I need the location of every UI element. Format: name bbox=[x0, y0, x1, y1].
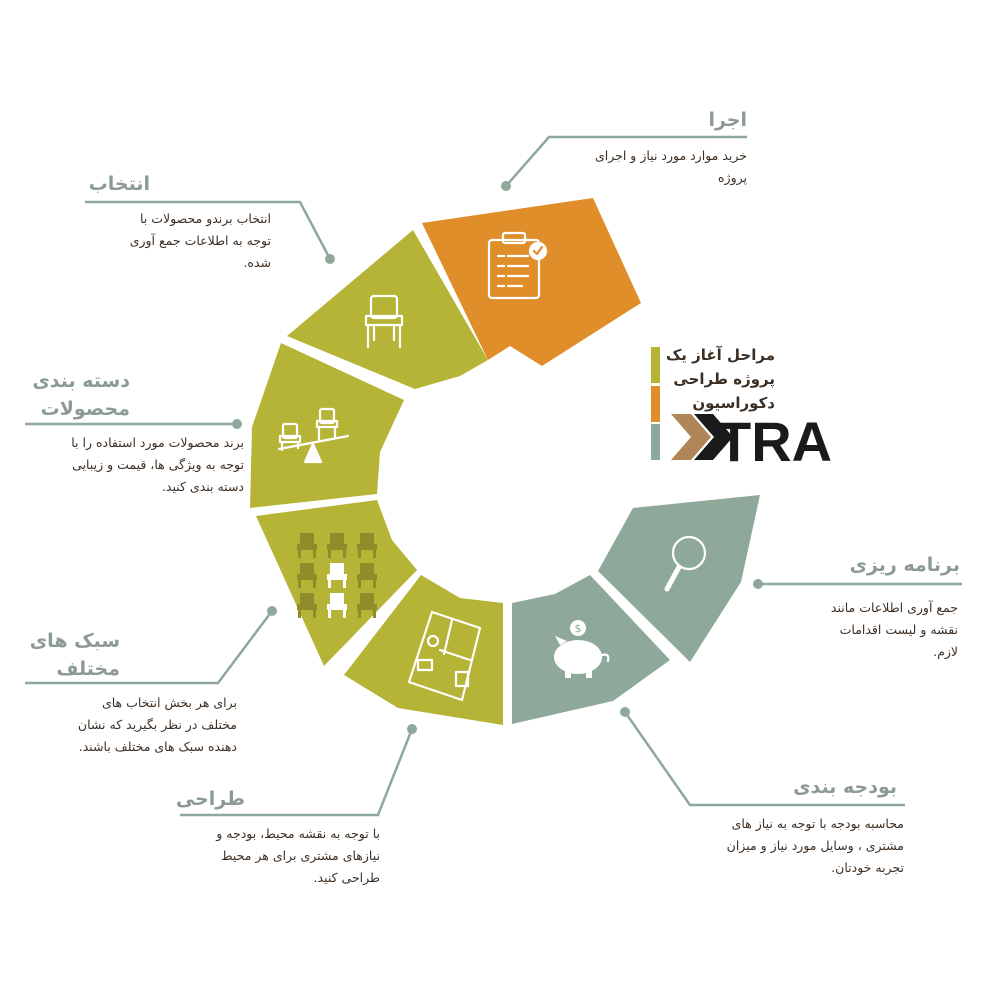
process-ring bbox=[250, 198, 760, 725]
connector-dot-boodjeh-bandi bbox=[620, 707, 630, 717]
step-desc-boodjeh-bandi: محاسبه بودجه با توجه به نیاز های مشتری ،… bbox=[680, 813, 904, 879]
svg-text:$: $ bbox=[575, 622, 582, 635]
brand-bar-olive bbox=[651, 347, 660, 383]
intro-line-1: مراحل آغاز یک bbox=[665, 346, 775, 364]
desc-line: توجه به ویژگی ها، قیمت و زیبایی bbox=[72, 457, 244, 472]
desc-line: نیازهای مشتری برای هر محیط bbox=[221, 848, 380, 863]
desc-line: طراحی کنید. bbox=[313, 870, 380, 885]
grid-chair bbox=[297, 563, 317, 588]
connector-entekhab bbox=[85, 200, 332, 260]
connector-dot-dasteh-bandi bbox=[232, 419, 242, 429]
step-title-dasteh-bandi: دسته بندی محصولات bbox=[20, 367, 130, 423]
brand-bar-sage bbox=[651, 424, 660, 460]
step-title-barnameh-rizi: برنامه ریزی bbox=[849, 554, 960, 576]
desc-line: جمع آوری اطلاعات مانند bbox=[830, 600, 958, 615]
desc-line: محاسبه بودجه با توجه به نیاز های bbox=[731, 816, 904, 831]
connector-tarahi bbox=[180, 728, 414, 817]
segment-barnameh-rizi bbox=[598, 495, 760, 662]
step-title-sabk-ha: سبک های مختلف bbox=[20, 627, 120, 683]
desc-line: با توجه به نقشه محیط، بودجه و bbox=[216, 826, 380, 841]
logo-x-chevron-dark bbox=[694, 414, 733, 460]
step-desc-dasteh-bandi: برند محصولات مورد استفاده را با توجه به … bbox=[18, 432, 244, 498]
desc-line: انتخاب برندو محصولات با bbox=[140, 211, 271, 226]
step-desc-sabk-ha: برای هر بخش انتخاب های مختلف در نظر بگیر… bbox=[25, 692, 237, 758]
floor-plan-icon bbox=[407, 610, 482, 702]
desc-line: پروژه bbox=[718, 170, 747, 185]
segment-sabk-ha bbox=[256, 500, 417, 666]
desc-line: دهنده سبک های مختلف باشند. bbox=[78, 739, 237, 754]
brand-bar-orange bbox=[651, 386, 660, 422]
intro-line-2: پروژه طراحی دکوراسیون bbox=[673, 370, 775, 412]
step-desc-ejra: خرید موارد مورد نیاز و اجرای پروژه bbox=[560, 145, 747, 189]
title-line: مختلف bbox=[56, 658, 120, 680]
connector-ejra bbox=[505, 135, 747, 187]
segment-entekhab bbox=[287, 230, 488, 389]
title-line: سبک های bbox=[29, 630, 120, 652]
grid-chair bbox=[357, 533, 377, 558]
grid-chair bbox=[357, 563, 377, 588]
logo-x-chevron bbox=[671, 414, 711, 460]
xtra-logo: TRA bbox=[671, 410, 832, 473]
clipboard-checklist-icon bbox=[487, 231, 548, 300]
step-desc-barnameh-rizi: جمع آوری اطلاعات مانند نقشه و لیست اقدام… bbox=[790, 597, 958, 663]
brand-color-bars bbox=[651, 347, 660, 460]
grid-chair bbox=[327, 563, 347, 588]
segment-dasteh-bandi bbox=[250, 343, 404, 508]
desc-line: مختلف در نظر بگیرید که نشان bbox=[77, 717, 237, 732]
step-title-entekhab: انتخاب bbox=[88, 173, 150, 195]
segment-ejra bbox=[422, 198, 641, 366]
step-title-boodjeh-bandi: بودجه بندی bbox=[793, 776, 897, 798]
desc-line: توجه به اطلاعات جمع آوری bbox=[129, 233, 271, 248]
desc-line: نقشه و لیست اقدامات bbox=[839, 622, 958, 637]
title-line: محصولات bbox=[40, 398, 130, 420]
intro-text: مراحل آغاز یک پروژه طراحی دکوراسیون bbox=[640, 343, 775, 415]
desc-line: مشتری ، وسایل مورد نیاز و میزان bbox=[726, 838, 904, 853]
desc-line: برند محصولات مورد استفاده را با bbox=[71, 435, 244, 450]
connector-dot-ejra bbox=[501, 181, 511, 191]
grid-chair bbox=[327, 593, 347, 618]
desc-line: شده. bbox=[243, 255, 271, 270]
step-title-tarahi: طراحی bbox=[175, 788, 245, 810]
connector-sabk-ha bbox=[25, 610, 273, 685]
grid-chair bbox=[357, 593, 377, 618]
connector-dot-barnameh-rizi bbox=[753, 579, 763, 589]
segment-tarahi bbox=[344, 575, 503, 725]
chairs-on-scale-icon bbox=[277, 407, 350, 464]
desc-line: دسته بندی کنید. bbox=[161, 479, 244, 494]
connector-dot-tarahi bbox=[407, 724, 417, 734]
desc-line: خرید موارد مورد نیاز و اجرای bbox=[594, 148, 747, 163]
grid-chair bbox=[327, 533, 347, 558]
connector-boodjeh-bandi bbox=[623, 711, 905, 807]
grid-chair bbox=[297, 533, 317, 558]
step-title-ejra: اجرا bbox=[708, 109, 747, 131]
title-line: دسته بندی bbox=[32, 370, 130, 392]
desc-line: برای هر بخش انتخاب های bbox=[101, 695, 237, 710]
logo-wordmark: TRA bbox=[717, 410, 832, 473]
desc-line: لازم. bbox=[933, 644, 958, 659]
desc-line: تجربه خودتان. bbox=[831, 860, 904, 875]
grid-chair bbox=[297, 593, 317, 618]
chair-icon bbox=[364, 294, 404, 349]
magnifier-icon bbox=[664, 535, 707, 592]
chair-grid-icon bbox=[297, 533, 377, 618]
step-desc-tarahi: با توجه به نقشه محیط، بودجه و نیازهای مش… bbox=[180, 823, 380, 889]
connector-dot-entekhab bbox=[325, 254, 335, 264]
connector-dot-sabk-ha bbox=[267, 606, 277, 616]
connector-lines bbox=[25, 135, 962, 817]
piggy-bank-icon: $ bbox=[554, 620, 610, 678]
step-desc-entekhab: انتخاب برندو محصولات با توجه به اطلاعات … bbox=[85, 208, 271, 274]
